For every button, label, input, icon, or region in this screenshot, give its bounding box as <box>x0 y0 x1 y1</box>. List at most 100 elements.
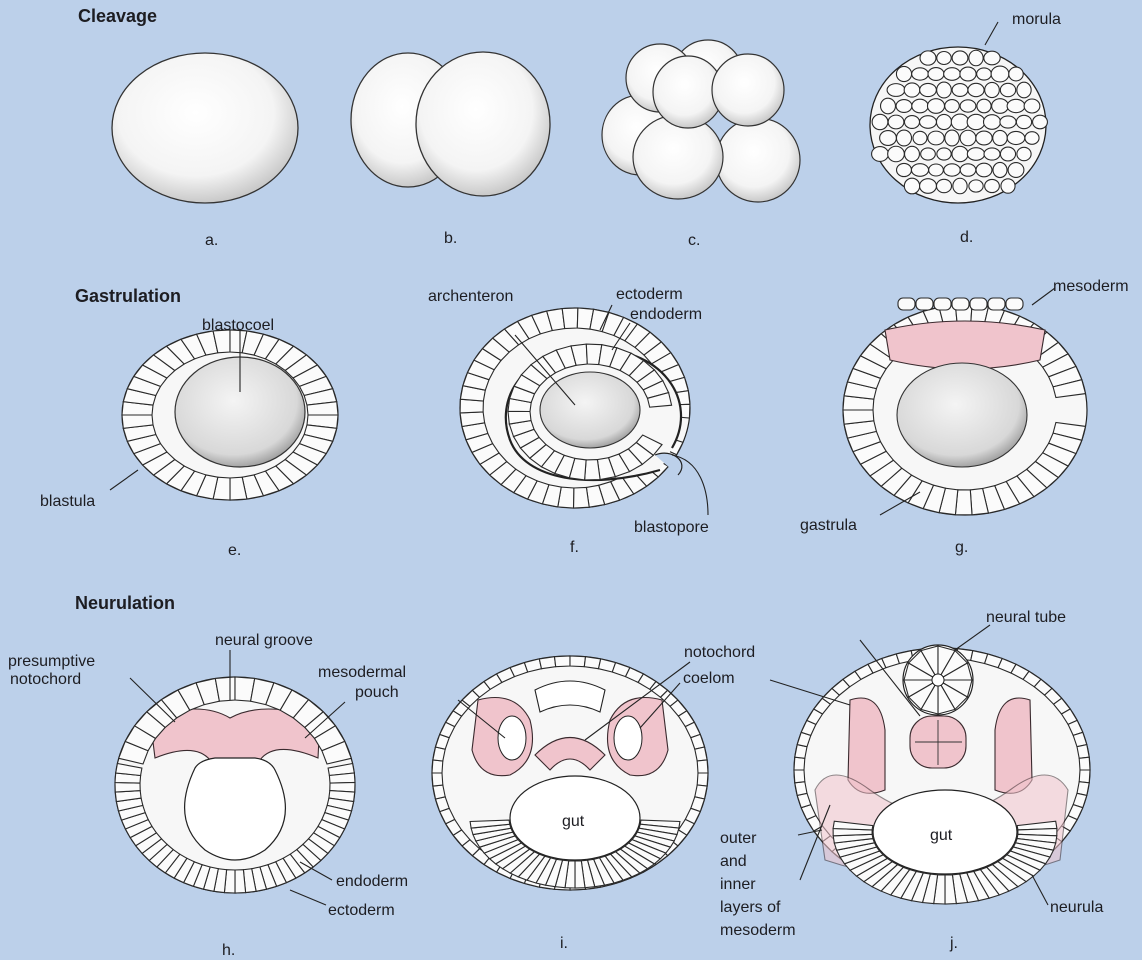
cell <box>912 99 928 113</box>
cell <box>911 164 928 177</box>
cell <box>967 114 985 129</box>
cell <box>969 180 983 192</box>
cell <box>896 100 912 113</box>
cell <box>993 162 1007 177</box>
cell <box>904 178 919 194</box>
label-gastrula: gastrula <box>800 517 857 534</box>
blastula-pointer <box>110 470 138 490</box>
cell <box>1077 745 1089 759</box>
cell <box>1033 115 1048 129</box>
label-mesodermal: mesodermal <box>318 664 406 681</box>
cell <box>1000 83 1015 96</box>
stage-b-two-cell <box>351 52 550 196</box>
label-neural-groove: neural groove <box>215 632 313 649</box>
cell <box>985 179 1000 192</box>
cell <box>904 83 920 97</box>
cleavage-heading: Cleavage <box>78 6 157 26</box>
letter-g: g. <box>955 539 968 556</box>
letter-j: j. <box>949 935 958 952</box>
label-notochord-h: notochord <box>10 671 81 688</box>
letter-c: c. <box>688 232 700 249</box>
label-gut-i: gut <box>562 813 585 830</box>
cell <box>794 757 805 770</box>
cell <box>913 131 927 144</box>
cell <box>897 163 912 176</box>
cell <box>1007 99 1025 112</box>
cell <box>695 747 707 761</box>
label-inner: inner <box>720 876 756 893</box>
morula-pointer <box>985 22 998 45</box>
stage-i-neurula-mid <box>432 656 708 890</box>
label-notochord-i: notochord <box>684 644 755 661</box>
cell <box>872 147 889 162</box>
neurulation-heading: Neurulation <box>75 593 175 613</box>
cell <box>920 51 936 65</box>
cell <box>952 51 968 65</box>
cell <box>1025 132 1039 145</box>
cell <box>984 51 1000 65</box>
cell <box>920 83 937 96</box>
stage-a-zygote <box>112 53 298 203</box>
cell <box>920 116 937 129</box>
cell <box>905 146 920 161</box>
cell <box>937 148 951 160</box>
letter-h: h. <box>222 942 235 959</box>
cell <box>1007 131 1025 144</box>
cell <box>562 308 578 329</box>
cell <box>953 178 967 194</box>
cell <box>928 131 944 145</box>
cell <box>920 179 937 194</box>
cell <box>432 760 443 773</box>
cell <box>929 164 944 176</box>
cell <box>927 99 944 114</box>
label-presumptive: presumptive <box>8 653 95 670</box>
cell <box>970 298 987 310</box>
cell <box>967 148 984 161</box>
stage-f-gastrula-early <box>460 308 690 508</box>
cell <box>539 657 555 669</box>
stage-c-eight-cell <box>602 40 800 202</box>
cell <box>794 770 805 783</box>
label-blastopore: blastopore <box>634 519 709 536</box>
cell <box>985 82 1000 97</box>
label-pouch: pouch <box>355 684 399 701</box>
letter-b: b. <box>444 230 457 247</box>
cell <box>921 148 936 160</box>
cell <box>1000 147 1015 161</box>
cell <box>1009 67 1023 81</box>
ectoderm-h-pointer <box>290 890 326 905</box>
cell <box>945 130 959 146</box>
cell <box>888 115 904 129</box>
cell <box>960 100 976 112</box>
cell <box>570 656 586 667</box>
cell <box>936 114 951 129</box>
cell <box>585 460 601 480</box>
cell <box>944 164 960 176</box>
cell <box>936 179 951 192</box>
cell <box>432 773 443 786</box>
cell <box>977 99 991 113</box>
cell <box>1079 770 1090 783</box>
label-archenteron: archenteron <box>428 288 513 305</box>
label-blastula: blastula <box>40 493 95 510</box>
label-endoderm-h: endoderm <box>336 873 408 890</box>
cell <box>916 298 933 310</box>
label-gut-j: gut <box>930 827 953 844</box>
gastrulation-heading: Gastrulation <box>75 286 181 306</box>
cell <box>1008 163 1024 178</box>
cell <box>215 677 235 701</box>
cell <box>584 657 600 669</box>
cell <box>993 130 1008 145</box>
mesoderm-g-pointer <box>1032 288 1055 305</box>
label-mesoderm-g: mesoderm <box>1053 278 1129 295</box>
label-outer: outer <box>720 830 757 847</box>
cell <box>1024 99 1040 113</box>
cell <box>952 146 968 161</box>
cell <box>235 870 246 893</box>
letter-i: i. <box>560 935 568 952</box>
cell <box>944 68 961 81</box>
label-layers-of: layers of <box>720 899 781 916</box>
cell <box>1001 179 1015 193</box>
neural-tube-pointer <box>955 625 990 650</box>
